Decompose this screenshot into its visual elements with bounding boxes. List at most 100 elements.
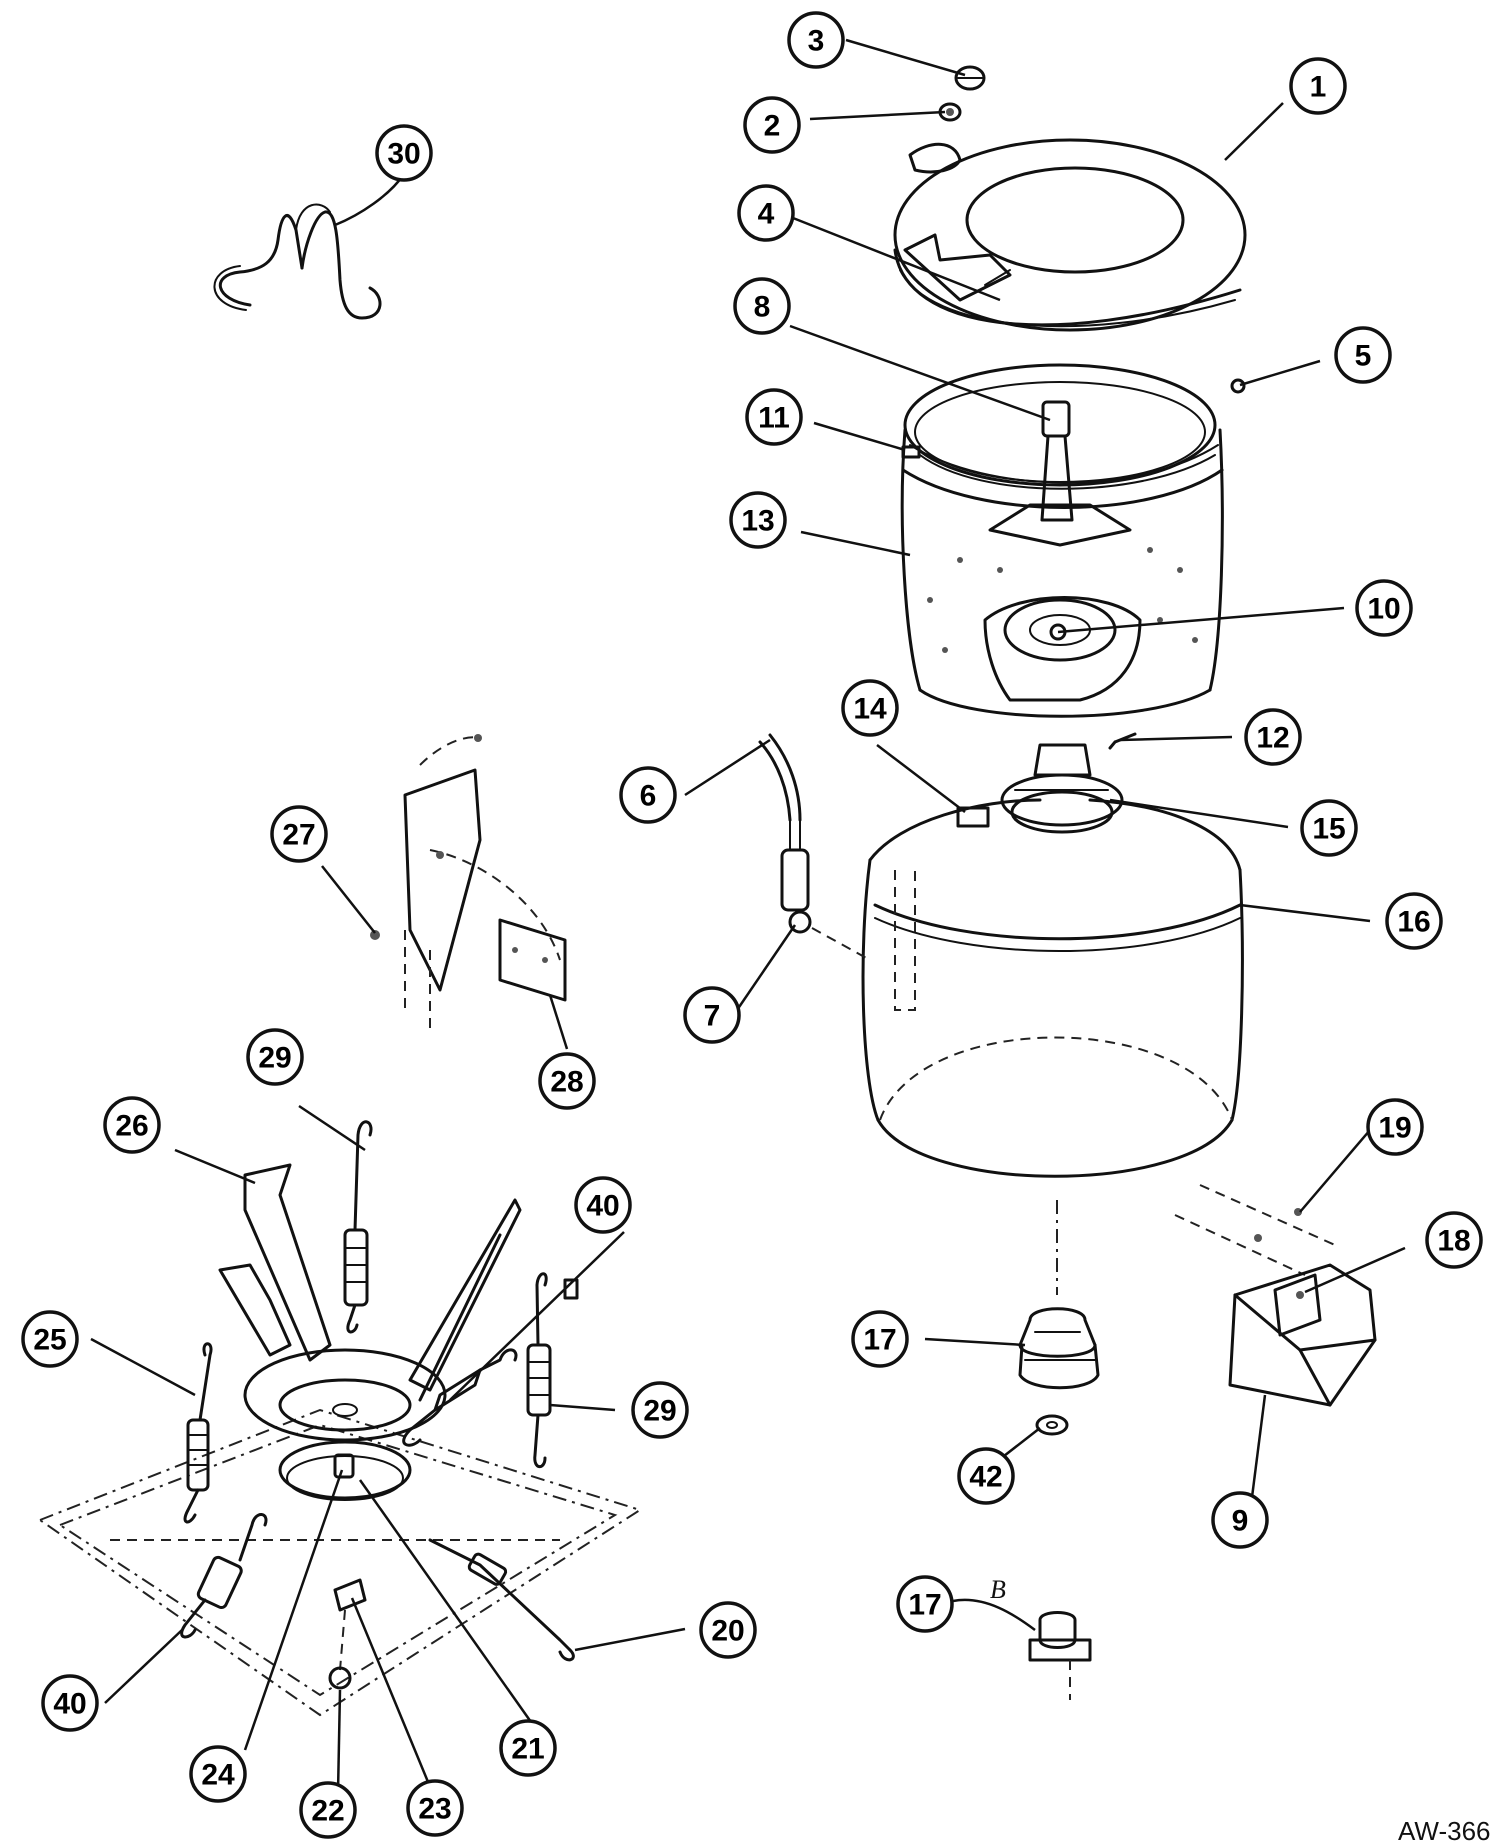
- callout-c19: 19: [1366, 1098, 1424, 1156]
- part-29-spring: [343, 1120, 373, 1334]
- callout-c40b: 40: [41, 1674, 99, 1732]
- part-13-basket: [900, 363, 1224, 718]
- callout-circle: [699, 1601, 757, 1659]
- callout-circle: [1289, 57, 1347, 115]
- callout-circle: [246, 1028, 304, 1086]
- callout-label: 15: [1312, 813, 1345, 846]
- callout-label: 30: [387, 138, 420, 171]
- part-30-hanger-clip: [213, 203, 382, 320]
- part-20-strap: [428, 1538, 575, 1662]
- callout-label: 28: [550, 1066, 583, 1099]
- callout-circle: [189, 1745, 247, 1803]
- callout-label: 24: [201, 1759, 235, 1792]
- callout-c7: 7: [683, 986, 741, 1044]
- suspension-bowl: [243, 1348, 447, 1442]
- callout-circle: [729, 491, 787, 549]
- callout-label: 3: [808, 25, 825, 58]
- callout-c24: 24: [189, 1745, 247, 1803]
- callout-label: 18: [1437, 1225, 1470, 1258]
- callout-c20: 20: [699, 1601, 757, 1659]
- callout-label: 29: [258, 1042, 291, 1075]
- callout-c11: 11: [745, 388, 803, 446]
- part-25-spring: [183, 1342, 213, 1524]
- callout-label: 1: [1310, 71, 1327, 104]
- part-8-agitator-post: [988, 400, 1132, 547]
- part-19-mount-bracket: [1174, 1184, 1336, 1276]
- callout-label: 16: [1397, 906, 1430, 939]
- callout-label: 29: [643, 1395, 676, 1428]
- part-24-spring: [333, 1453, 355, 1479]
- callout-label: 10: [1367, 593, 1400, 626]
- callout-label: 21: [511, 1733, 544, 1766]
- callout-label: 27: [282, 819, 315, 852]
- callout-label: 40: [586, 1190, 619, 1223]
- callout-c29: 29: [246, 1028, 304, 1086]
- callout-label: 17: [908, 1589, 941, 1622]
- callout-c14: 14: [841, 679, 899, 737]
- part-21-ring: [278, 1440, 412, 1501]
- callout-label: 26: [115, 1110, 148, 1143]
- part-7-hose-fitting: [780, 848, 871, 961]
- callout-circle: [851, 1310, 909, 1368]
- callout-circle: [1334, 326, 1392, 384]
- callout-circle: [1244, 708, 1302, 766]
- callout-label: 8: [754, 291, 771, 324]
- callout-circle: [538, 1052, 596, 1110]
- part-16-outer-tub: [861, 798, 1244, 1178]
- callout-circle: [1366, 1098, 1424, 1156]
- part-12-screw: [1108, 732, 1137, 750]
- callout-circle: [787, 11, 845, 69]
- callout-c25: 25: [21, 1310, 79, 1368]
- base-plate-outline: [37, 1408, 643, 1717]
- callout-label: 25: [33, 1324, 66, 1357]
- part-17-coupling: [1018, 1200, 1100, 1390]
- part-40b-spring: [180, 1513, 268, 1639]
- callout-label: 2: [764, 110, 781, 143]
- callout-circle: [683, 986, 741, 1044]
- callout-c17: 17: [851, 1310, 909, 1368]
- callout-c12: 12: [1244, 708, 1302, 766]
- callout-label: 7: [704, 1000, 721, 1033]
- part-1-top-ring: [893, 138, 1247, 332]
- callout-c8: 8: [733, 277, 791, 335]
- part-42-washer: [1035, 1414, 1069, 1436]
- callout-label: 12: [1256, 722, 1289, 755]
- callout-label: 13: [741, 505, 774, 538]
- callout-label: 9: [1232, 1505, 1249, 1538]
- callout-c16: 16: [1385, 892, 1443, 950]
- callout-circle: [896, 1575, 954, 1633]
- callout-label: 19: [1378, 1112, 1411, 1145]
- callout-c4: 4: [737, 184, 795, 242]
- callout-c42: 42: [957, 1447, 1015, 1505]
- variant-note: B: [990, 1575, 1006, 1604]
- callout-circle: [957, 1447, 1015, 1505]
- callout-c3: 3: [787, 11, 845, 69]
- callout-circle: [1300, 799, 1358, 857]
- callout-circle: [745, 388, 803, 446]
- callout-circle: [841, 679, 899, 737]
- callout-label: 17: [863, 1324, 896, 1357]
- callout-circle: [1211, 1491, 1269, 1549]
- callout-circle: [631, 1381, 689, 1439]
- part-28-bracket-plate: [498, 918, 567, 1002]
- callout-c9: 9: [1211, 1491, 1269, 1549]
- callout-c28: 28: [538, 1052, 596, 1110]
- part-6-hose: [758, 733, 802, 851]
- part-9-motor-housing: [1228, 1263, 1377, 1407]
- callout-label: 4: [758, 198, 775, 231]
- part-26-suspension-arm: [218, 1163, 522, 1402]
- callout-circle: [1355, 579, 1413, 637]
- callout-circle: [619, 766, 677, 824]
- part-15-bearing-housing: [1000, 743, 1124, 834]
- callout-circle: [1425, 1211, 1483, 1269]
- callout-circle: [1385, 892, 1443, 950]
- callout-circle: [733, 277, 791, 335]
- callout-label: 22: [311, 1795, 344, 1828]
- callout-label: 14: [853, 693, 887, 726]
- callout-label: 23: [418, 1793, 451, 1826]
- callout-c26: 26: [103, 1096, 161, 1154]
- callout-c15: 15: [1300, 799, 1358, 857]
- part-11-clip: [901, 445, 921, 459]
- part-40-spring: [402, 1348, 518, 1447]
